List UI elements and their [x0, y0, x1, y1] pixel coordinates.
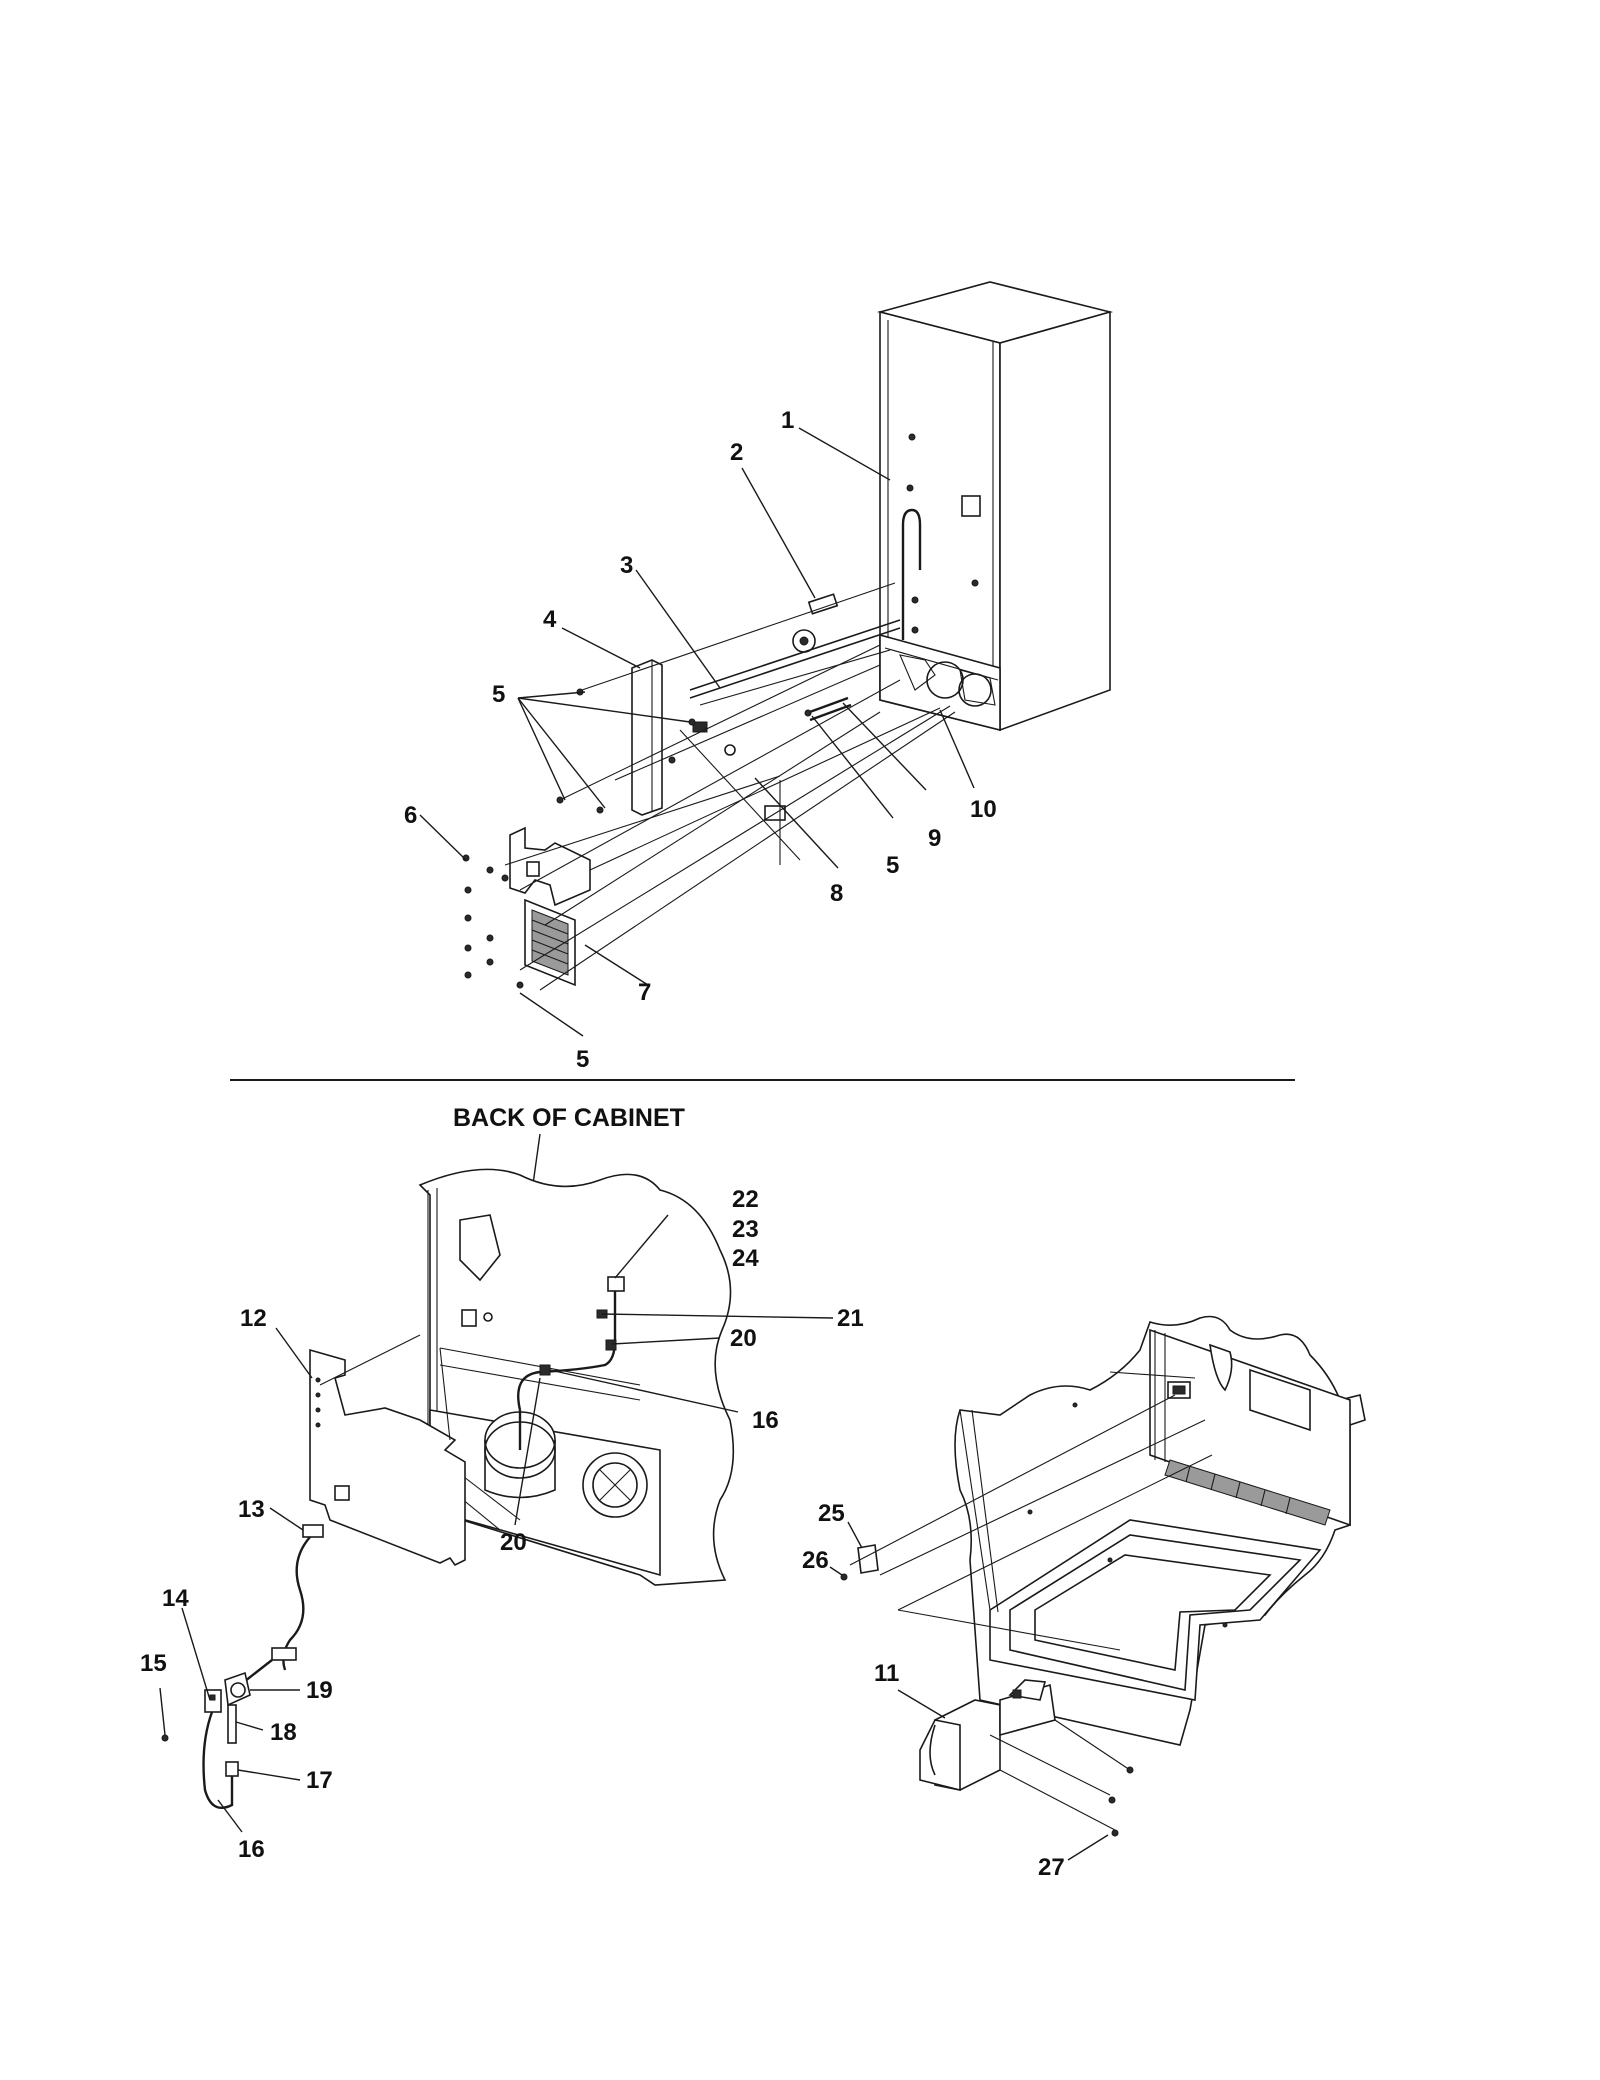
callout-1: 1 [781, 407, 794, 434]
part-19-valve [224, 1671, 251, 1707]
part-9-rod [806, 696, 852, 722]
callout-5-left: 5 [492, 681, 505, 708]
callout-10: 10 [970, 796, 997, 823]
callout-9: 9 [928, 825, 941, 852]
callout-6: 6 [404, 802, 417, 829]
part-15-screw [161, 1734, 169, 1742]
part-17-fitting [225, 1761, 239, 1777]
callout-20-lower: 20 [500, 1529, 527, 1556]
part-3-rod [689, 619, 901, 756]
callout-27: 27 [1038, 1854, 1065, 1881]
callout-23: 23 [732, 1216, 759, 1243]
callout-22: 22 [732, 1186, 759, 1213]
callout-5-right: 5 [886, 852, 899, 879]
callout-20-upper: 20 [730, 1325, 757, 1352]
callout-16-upper: 16 [752, 1407, 779, 1434]
callout-7: 7 [638, 979, 651, 1006]
callout-3: 3 [620, 552, 633, 579]
part-7-grille [524, 898, 576, 987]
water-valve-assembly [161, 1524, 324, 1810]
part-4-side-panel [631, 659, 663, 816]
part-12-rear-panel [309, 1348, 466, 1567]
callout-16-lower: 16 [238, 1836, 265, 1863]
back-of-cabinet-cutaway [418, 1168, 735, 1586]
callouts-bottom-left: 22 23 24 21 20 16 20 12 13 14 15 19 18 1… [140, 1186, 864, 1863]
part-11-ice-maker [919, 1679, 1056, 1792]
part-18-tube [227, 1704, 237, 1744]
refrigerator-cabinet [792, 281, 1114, 732]
freezer-interior-cutaway [954, 1315, 1366, 1746]
heading-back-of-cabinet: BACK OF CABINET [453, 1104, 685, 1132]
part-25-cover [840, 1544, 879, 1581]
screws-part-5 [462, 688, 812, 989]
callout-5-bottom: 5 [576, 1046, 589, 1073]
leader-lines-bottom-right [829, 1521, 1109, 1861]
callout-4: 4 [543, 606, 557, 633]
part-13-connector [302, 1524, 324, 1538]
callout-8: 8 [830, 880, 843, 907]
callout-15: 15 [140, 1650, 167, 1677]
callout-17: 17 [306, 1767, 333, 1794]
leader-lines-top [419, 427, 975, 1037]
callout-18: 18 [270, 1719, 297, 1746]
callout-14: 14 [162, 1585, 189, 1612]
callout-12: 12 [240, 1305, 267, 1332]
callouts-top: 1 2 3 4 5 6 7 8 5 9 10 5 [404, 407, 997, 1073]
leader-lines-bottom-left [159, 1214, 834, 1833]
part-26-screw [840, 1573, 848, 1581]
callouts-bottom-right: 25 26 11 27 [802, 1500, 1065, 1881]
callout-24: 24 [732, 1245, 759, 1272]
assembly-lines-bottom-right [849, 1371, 1213, 1837]
callout-26: 26 [802, 1547, 829, 1574]
assembly-lines-bottom-left [319, 1334, 451, 1441]
callout-25: 25 [818, 1500, 845, 1527]
callout-21: 21 [837, 1305, 864, 1332]
callout-19: 19 [306, 1677, 333, 1704]
callout-2: 2 [730, 439, 743, 466]
callout-13: 13 [238, 1496, 265, 1523]
callout-11: 11 [874, 1660, 899, 1687]
part-6-bracket [509, 826, 591, 907]
